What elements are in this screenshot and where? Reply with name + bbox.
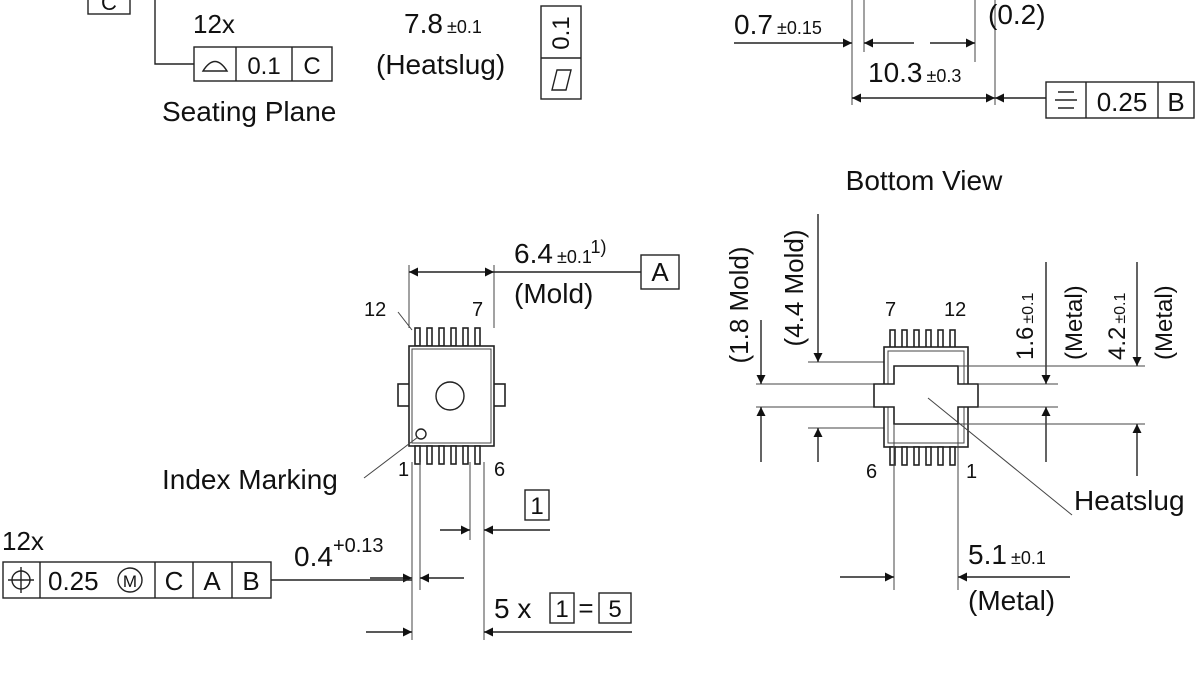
- side-view-dimensions: 0.7±0.15 (0.2) 10.3±0.3 0.25 B: [734, 0, 1195, 119]
- pitch-count: 5 x: [494, 593, 531, 624]
- flatness-tolerance: 0.1: [247, 53, 280, 80]
- pin-1-label: 1: [398, 459, 409, 481]
- index-dot: [415, 428, 427, 440]
- bv-bottom-leads: [889, 446, 956, 466]
- mold-large-label: (4.4 Mold): [779, 229, 809, 346]
- index-marking-label: Index Marking: [162, 464, 338, 495]
- package-body: [408, 345, 495, 447]
- dim-0-7: 0.7±0.15: [734, 9, 822, 40]
- pin-12-label: 12: [364, 299, 386, 321]
- metal-large-note: (Metal): [1151, 285, 1178, 360]
- position-tolerance: 0.25: [48, 566, 99, 596]
- bv-pin-7: 7: [885, 299, 896, 321]
- datum-c-label: C: [101, 0, 117, 15]
- position-icon: [8, 567, 34, 593]
- pos-datum-c: C: [165, 566, 184, 596]
- metal-large-dim: 4.2±0.1: [1104, 293, 1131, 361]
- pin-6-label: 6: [494, 459, 505, 481]
- dim-10-3: 10.3±0.3: [868, 57, 961, 88]
- datum-a-label: A: [651, 257, 669, 287]
- bottom-view: Bottom View (1.8 Mold) (4.4 Mold) 1.6±0.…: [724, 165, 1185, 616]
- flatness-frame: [193, 46, 333, 82]
- profile-surface-icon: [201, 60, 229, 72]
- heatslug-dim: 7.8±0.1: [404, 8, 482, 39]
- mmc-modifier: M: [123, 572, 137, 591]
- seating-plane-callout: C 12x 0.1 C Seating Plane: [87, 0, 336, 127]
- dim-0-2: (0.2): [988, 0, 1046, 30]
- bv-pin-6: 6: [866, 461, 877, 483]
- datum-a-box: [640, 254, 680, 290]
- pitch-total-box: [598, 592, 632, 624]
- flatness-icon: [551, 69, 572, 91]
- mold-width-dim: 6.4±0.11): [514, 237, 607, 269]
- pos-datum-b: B: [242, 566, 259, 596]
- metal-width-dim: 5.1±0.1: [968, 539, 1046, 570]
- lead-width-dim: 0.4+0.13: [294, 535, 384, 572]
- seating-plane-label: Seating Plane: [162, 96, 336, 127]
- pos-datum-a: A: [203, 566, 221, 596]
- top-leads: [414, 327, 481, 347]
- bv-pin-1: 1: [966, 461, 977, 483]
- metal-small-dim: 1.6±0.1: [1012, 293, 1039, 361]
- mold-small-label: (1.8 Mold): [724, 246, 754, 363]
- pitch-total: 5: [608, 596, 621, 623]
- mmc-circle: [117, 567, 143, 593]
- pos-count: 12x: [2, 526, 44, 556]
- count-12x: 12x: [193, 9, 235, 39]
- leader-line: [154, 0, 194, 65]
- parallelism-icon: [1055, 91, 1077, 109]
- bottom-view-title: Bottom View: [846, 165, 1003, 196]
- flatness-vertical-frame: [540, 5, 582, 100]
- flatness-vertical-value: 0.1: [548, 16, 575, 49]
- bottom-leads: [414, 445, 481, 465]
- bv-top-leads: [889, 329, 956, 349]
- heatslug-label: Heatslug: [1074, 485, 1185, 516]
- top-view: 6.4±0.11) (Mold) A 12 7: [2, 237, 680, 640]
- heatslug-dimension: 7.8±0.1 (Heatslug) 0.1: [376, 5, 582, 100]
- parallelism-tolerance: 0.25: [1097, 87, 1148, 117]
- parallelism-datum: B: [1167, 87, 1184, 117]
- metal-width-note: (Metal): [968, 585, 1055, 616]
- metal-small-note: (Metal): [1061, 285, 1088, 360]
- pitch-equals: =: [578, 593, 593, 623]
- pin-7-label: 7: [472, 299, 483, 321]
- pitch-box-value: 1: [530, 493, 543, 520]
- datum-c-box: [87, 0, 131, 15]
- mold-note: (Mold): [514, 278, 593, 309]
- bv-pin-12: 12: [944, 299, 966, 321]
- pitch-box: [524, 489, 550, 521]
- ejector-pin-mark: [435, 381, 465, 411]
- pitch-unit: 1: [555, 596, 568, 623]
- heatslug-note: (Heatslug): [376, 49, 505, 80]
- pitch-unit-box: [549, 592, 575, 624]
- flatness-datum: C: [303, 53, 320, 80]
